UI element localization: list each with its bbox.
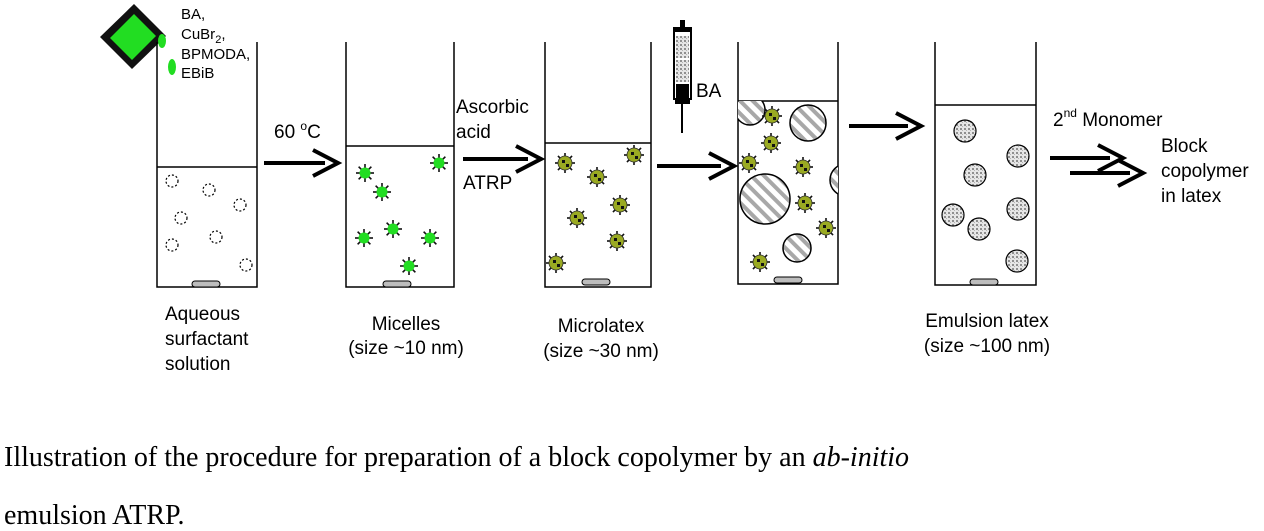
syringe-ba-label: BA [696, 81, 722, 102]
stir-bar-icon [773, 276, 803, 284]
svg-text:(size ~30 nm): (size ~30 nm) [543, 341, 659, 362]
micelle-particle [430, 154, 448, 172]
svg-text:Microlatex: Microlatex [558, 316, 645, 337]
surfactant-particle [209, 230, 223, 244]
reagent-bpmoda: BPMODA, [181, 46, 250, 63]
syringe-icon [673, 20, 692, 133]
reagent-cubr2: CuBr2, [181, 26, 225, 46]
figure-caption-line-1: Illustration of the procedure for prepar… [4, 442, 910, 473]
micelle-particle [421, 229, 439, 247]
micelle-particle [400, 257, 418, 275]
atrp-label: ATRP [463, 173, 512, 194]
microlatex-particle [607, 231, 627, 251]
microlatex-particle [555, 153, 575, 173]
swollen-particle [816, 218, 836, 238]
acid-label: acid [456, 122, 491, 143]
reagent-ebib: EBiB [181, 65, 214, 82]
stage-emulsion-beaker [934, 42, 1037, 286]
double-arrow-second-monomer [1050, 143, 1148, 188]
microlatex-particle [567, 208, 587, 228]
svg-text:Aqueous: Aqueous [165, 304, 240, 325]
arrow-heat [264, 148, 343, 178]
figure-caption-line-2: emulsion ATRP. [4, 500, 185, 531]
svg-text:Emulsion latex: Emulsion latex [925, 311, 1049, 332]
swollen-particle [739, 153, 759, 173]
microlatex-particle [624, 145, 644, 165]
latex-particles [941, 119, 1030, 273]
swollen-particle [762, 106, 782, 126]
stage-micelles-label: Micelles (size ~10 nm) [348, 314, 464, 359]
pouring-beaker-icon [100, 4, 176, 75]
stage-aqueous-label: Aqueous surfactant solution [165, 304, 249, 375]
stage-emulsion-label: Emulsion latex (size ~100 nm) [924, 311, 1050, 357]
swollen-particle [750, 252, 770, 272]
micelle-particle [384, 220, 402, 238]
surfactant-particle [233, 198, 247, 212]
stage-microlatex-label: Microlatex (size ~30 nm) [543, 316, 659, 362]
svg-text:(size ~10 nm): (size ~10 nm) [348, 338, 464, 359]
surfactant-particle [202, 183, 216, 197]
surfactant-particle [165, 238, 179, 252]
micelle-particle [373, 183, 391, 201]
microlatex-particles [546, 145, 644, 273]
svg-text:surfactant: surfactant [165, 329, 249, 350]
stage-swelling-beaker [737, 42, 839, 285]
microlatex-particle [610, 195, 630, 215]
stir-bar-icon [382, 280, 412, 288]
svg-text:Micelles: Micelles [372, 314, 441, 335]
micelle-particles [355, 154, 448, 275]
ascorbic-label: Ascorbic [456, 97, 529, 118]
surfactant-particle [165, 174, 179, 188]
svg-text:Block: Block [1161, 136, 1208, 157]
micelle-particle [356, 164, 374, 182]
arrow-ascorbic [463, 144, 546, 174]
surfactant-particle [239, 258, 253, 272]
product-label: Block copolymer in latex [1161, 136, 1249, 207]
arrow-add-ba [657, 151, 739, 181]
stir-bar-icon [969, 278, 999, 286]
second-monomer-label: 2nd Monomer [1053, 106, 1163, 131]
microlatex-particle [587, 167, 607, 187]
swollen-particle [761, 133, 781, 153]
stage-aqueous-beaker [156, 42, 258, 288]
svg-text:copolymer: copolymer [1161, 161, 1249, 182]
svg-text:in latex: in latex [1161, 186, 1222, 207]
stir-bar-icon [581, 278, 611, 286]
heat-label: 60 oC [274, 119, 321, 143]
surfactant-particles [165, 174, 253, 272]
microlatex-particle [546, 253, 566, 273]
svg-text:solution: solution [165, 354, 231, 375]
monomer-droplets [738, 101, 838, 263]
reagent-ba: BA, [181, 6, 205, 23]
arrow-polymerize [849, 111, 926, 141]
micelle-particle [355, 229, 373, 247]
reagent-list: BA, CuBr2, BPMODA, EBiB [181, 6, 250, 82]
stage-micelles-beaker [345, 42, 455, 288]
svg-text:(size ~100 nm): (size ~100 nm) [924, 336, 1050, 357]
surfactant-particle [174, 211, 188, 225]
stage-microlatex-beaker [544, 42, 652, 288]
swollen-particle [795, 193, 815, 213]
stir-bar-icon [191, 280, 221, 288]
swollen-particle [793, 157, 813, 177]
swollen-particles [739, 106, 836, 272]
